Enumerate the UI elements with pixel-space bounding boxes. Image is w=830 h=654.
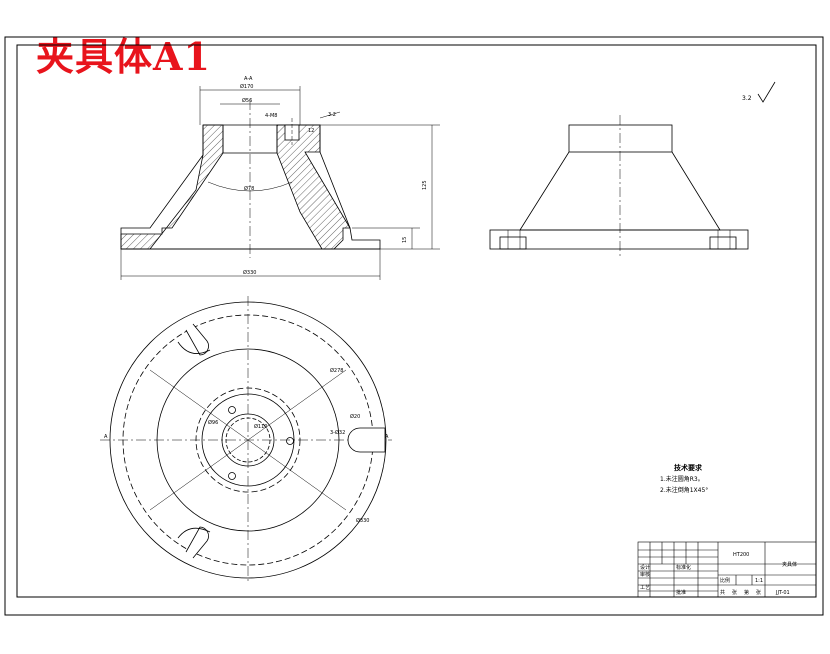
right-section-hatch [276,124,351,250]
tb-label-process: 工艺 [640,585,650,591]
dim-pcd-outer: Ø278 [330,367,343,374]
title-block-material: HT200 [733,552,749,558]
dim-pcd-inner: Ø96 [208,419,218,426]
title-block [637,541,817,598]
dim-slot-spec: 3-Ø32 [330,429,345,436]
tb-label-total: 共 [720,589,725,596]
inner-border [16,44,817,598]
dim-top-inner: Ø56 [242,97,252,104]
section-mark-right: A [385,434,389,440]
dim-height-total: 125 [422,180,428,190]
title-block-drawing-no: JJT-01 [775,590,790,596]
drawing-title: 夹具体A1 [36,34,211,79]
dim-center-spec: Ø110 [254,423,267,430]
side-view [489,115,749,258]
dim-height-base: 15 [402,237,408,243]
section-label: A-A [244,76,253,82]
roughness-corner: 3.2 [742,95,752,102]
tb-label-sheets: 张 [732,589,737,596]
plan-view [100,296,392,584]
tb-label-sheet: 张 [756,589,761,596]
dim-hole-spec: Ø20 [350,413,360,420]
roughness-top: 3.2 [328,112,336,118]
front-section-view [120,86,440,280]
tb-label-design: 设计 [640,564,650,571]
dim-bolt-spec: 4-M8 [265,113,277,119]
tech-req-heading: 技术要求 [674,463,703,472]
tech-req-item-1: 1.未注圆角R3。 [660,475,704,483]
title-block-part-name: 夹具体 [782,561,797,568]
tb-label-standard: 标准化 [676,564,691,571]
tb-label-no: 第 [744,589,749,596]
outer-border [4,36,824,616]
tb-label-approve: 批准 [676,589,686,596]
tb-label-scale: 比例 [720,577,730,584]
dim-outer-diameter: Ø330 [356,517,369,524]
tb-label-review: 审核 [640,571,650,578]
tech-req-item-2: 2.未注倒角1X45° [660,486,708,494]
front-outline [120,124,381,250]
section-mark-left: A [104,434,108,440]
roughness-symbol [757,81,776,103]
dim-top-outer: Ø170 [240,83,253,90]
dim-angle: Ø78 [244,185,254,192]
title-block-scale: 1:1 [755,578,763,584]
dim-base-width: Ø330 [243,269,256,276]
left-section-hatch [120,124,224,250]
dim-right-small: 12 [308,128,314,134]
